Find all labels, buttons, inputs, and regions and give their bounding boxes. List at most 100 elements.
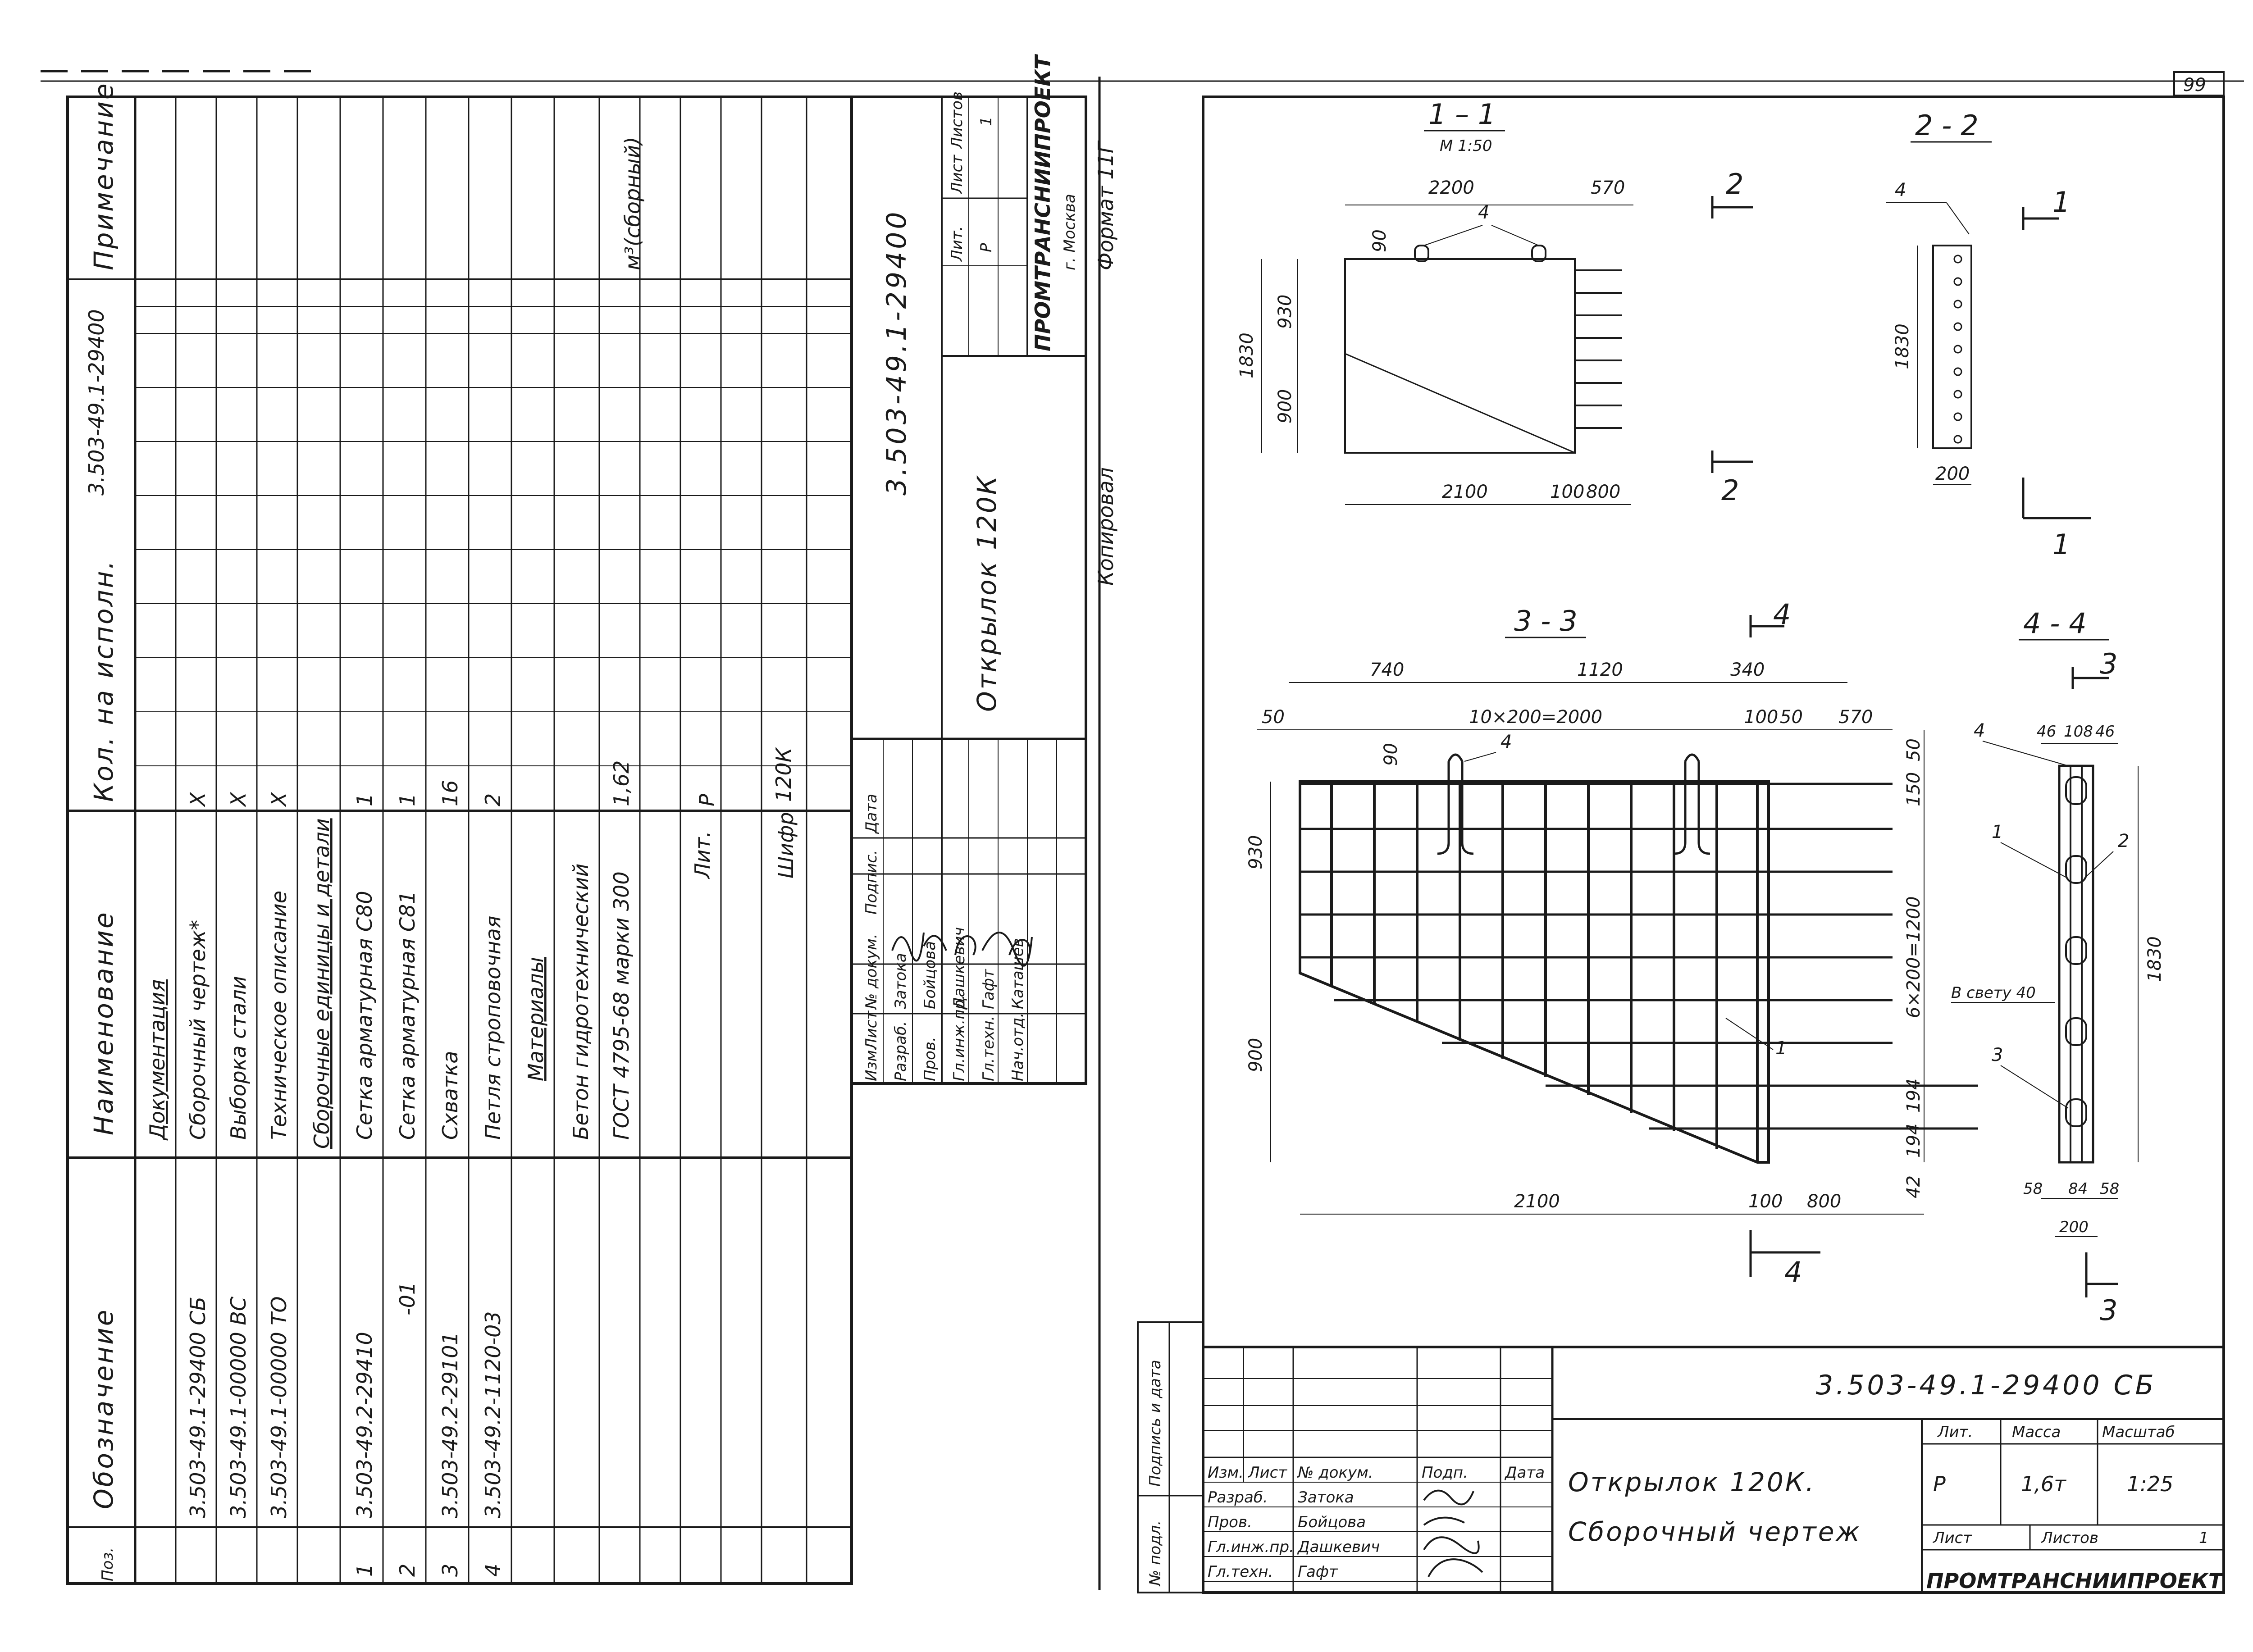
dim: 200 <box>2059 1218 2089 1236</box>
section-2-2-title: 2 - 2 <box>1915 109 1979 142</box>
shifr-value: 120К <box>771 746 796 802</box>
row-pos: 3 <box>438 1564 462 1577</box>
row-name: Бетон гидротехнический <box>569 864 593 1140</box>
left-org: ПРОМТРАНСНИИПРОЕКТ <box>1031 54 1055 351</box>
view-4-4: 4 - 4 46 108 46 4 1 2 1830 В с <box>1951 607 2165 1327</box>
cut-mark: 2 <box>1726 168 1743 200</box>
dim: 340 <box>1730 660 1765 680</box>
role: Разраб. <box>1208 1488 1268 1506</box>
dim: 2200 <box>1428 177 1474 198</box>
dim: 740 <box>1370 660 1404 680</box>
row-note: м³(сборный) <box>620 137 645 270</box>
left-lit-value: Р <box>977 243 995 252</box>
mass-value: 1,6т <box>2021 1472 2066 1496</box>
row-name: ГОСТ 4795-68 марки 300 <box>609 871 634 1140</box>
role: Гл.техн. <box>1208 1563 1273 1581</box>
row-section-docs: Документация <box>145 979 169 1141</box>
dim: 2100 <box>1514 1191 1560 1212</box>
row-designation: 3.503-49.2-1120-03 <box>481 1311 505 1518</box>
cut-mark: 2 <box>1721 474 1739 507</box>
spec-row-lines <box>175 97 807 1584</box>
shifr-label: Шифр <box>774 812 798 878</box>
signature-scribble <box>891 932 1033 967</box>
scale-label: Масштаб <box>2102 1423 2175 1441</box>
col-name: Наименование <box>88 910 119 1135</box>
leader-label: 4 <box>1478 202 1489 223</box>
qty-grid <box>135 306 852 766</box>
dim: 194 <box>1903 1124 1924 1158</box>
hdr-list: Лист <box>1247 1464 1287 1482</box>
hdr-list: Лист <box>862 1010 880 1051</box>
role: Пров. <box>1208 1513 1252 1531</box>
signature-grid <box>852 739 1086 1083</box>
hdr-sign: Подп. <box>1422 1464 1468 1482</box>
right-name-line1: Открылок 120К. <box>1568 1467 1815 1497</box>
hdr-date: Дата <box>862 794 880 834</box>
right-code: 3.503-49.1-29400 СБ <box>1816 1370 2157 1401</box>
right-name-line2: Сборочный чертеж <box>1568 1516 1861 1547</box>
row-designation: 3.503-49.1-00000 ТО <box>267 1296 291 1518</box>
row-designation: 3.503-49.2-29101 <box>438 1332 462 1518</box>
left-sheet-label: Лист <box>948 155 966 195</box>
left-sheets-label: Листов <box>948 91 966 150</box>
dim: 84 <box>2068 1180 2088 1198</box>
row-name: Выборка стали <box>226 976 251 1140</box>
cut-mark: 3 <box>2100 647 2117 680</box>
dim: 150 <box>1903 772 1924 806</box>
row-qty: X <box>186 792 210 807</box>
dim: 1830 <box>1892 323 1913 369</box>
leader-label: В свету 40 <box>1951 984 2036 1002</box>
row-name: Схватка <box>438 1051 462 1140</box>
role: Гл.техн. <box>980 1016 998 1081</box>
dim: 800 <box>1807 1191 1841 1212</box>
dim: 1120 <box>1577 660 1623 680</box>
row-name: Техническое описание <box>267 891 291 1140</box>
role: Разраб. <box>892 1021 910 1081</box>
dim: 58 <box>2023 1180 2043 1198</box>
row-qty: 1 <box>395 793 420 806</box>
hdr-date: Дата <box>1504 1464 1545 1482</box>
mesh-horizontal <box>1300 783 1978 1130</box>
cut-mark: 4 <box>1773 598 1791 631</box>
dim: 930 <box>1275 295 1295 329</box>
person: Гафт <box>980 969 998 1009</box>
dim: 50 <box>1780 707 1803 728</box>
section-1-1-title: 1 – 1 <box>1428 98 1496 131</box>
row-name: Сетка арматурная С81 <box>395 891 420 1140</box>
leader-label: 1 <box>1992 822 2003 842</box>
left-city: г. Москва <box>1061 194 1079 270</box>
clamps <box>2065 776 2087 1127</box>
cut-mark: 3 <box>2100 1294 2117 1327</box>
row-name: Петля строповочная <box>481 916 505 1140</box>
cut-mark: 1 <box>2052 528 2070 561</box>
dim: 46 <box>2037 723 2056 741</box>
row-qty: X <box>267 792 291 807</box>
sheets-value: 1 <box>2199 1529 2209 1547</box>
row-designation: -01 <box>395 1282 420 1315</box>
row-name: Сетка арматурная С80 <box>352 891 377 1140</box>
dim: 90 <box>1369 229 1390 252</box>
col-note: Примечание <box>88 82 119 270</box>
leader-label: 4 <box>1974 720 1985 741</box>
lit-label: Лит. <box>690 831 715 879</box>
right-org: ПРОМТРАНСНИИПРОЕКТ <box>1926 1569 2224 1593</box>
mesh-vertical <box>1330 782 1759 1162</box>
dim: 100 <box>1550 482 1584 502</box>
person: Бойцова <box>921 941 939 1009</box>
role: Нач.отд. <box>1009 1013 1027 1081</box>
person: Затока <box>892 953 910 1009</box>
hdr-doc: № докум. <box>1297 1464 1373 1482</box>
dim: 10×200=2000 <box>1469 707 1602 728</box>
cut-mark: 4 <box>1784 1256 1802 1288</box>
hdr-sign: Подпис. <box>862 850 880 915</box>
dim: 1830 <box>1236 332 1257 378</box>
page-number: 99 <box>2183 75 2206 96</box>
view-1-1: 1 – 1 М 1:50 2200 5 <box>1236 98 1753 507</box>
col-qty-code: 3.503-49.1-29400 <box>84 309 109 496</box>
section-3-3-title: 3 - 3 <box>1514 605 1578 637</box>
dim: 900 <box>1275 389 1295 423</box>
scale-value: 1:25 <box>2127 1472 2173 1496</box>
role: Пров. <box>921 1037 939 1081</box>
dim: 570 <box>1591 177 1625 198</box>
lit-value: Р <box>695 794 719 806</box>
